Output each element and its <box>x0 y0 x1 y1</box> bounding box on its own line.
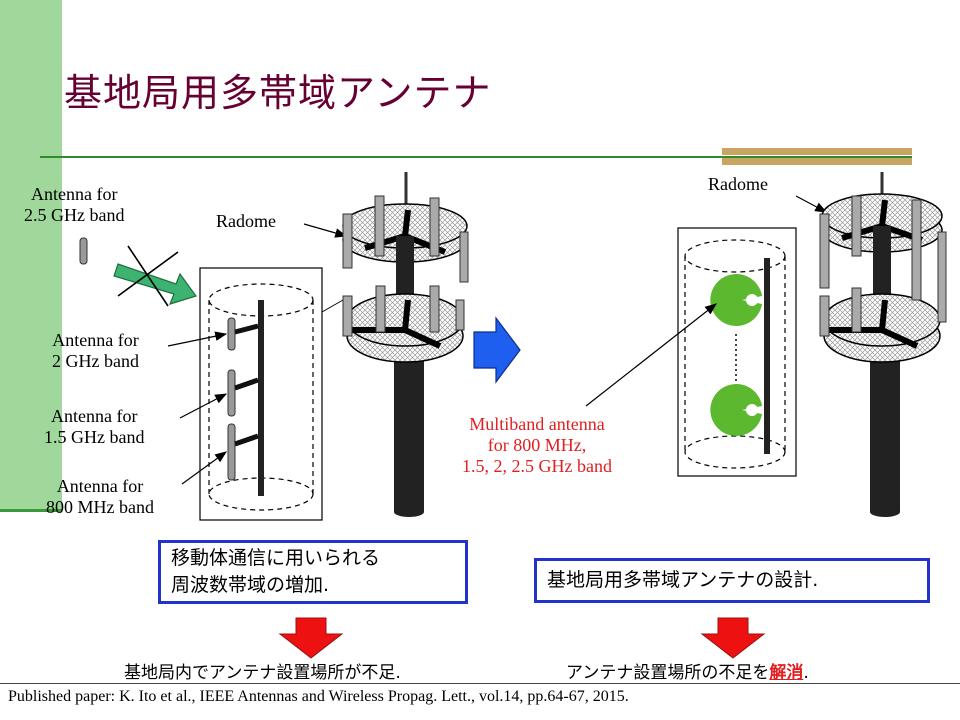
footer-citation: Published paper: K. Ito et al., IEEE Ant… <box>8 688 629 705</box>
transition-arrow <box>473 316 521 384</box>
statement-space-resolved: アンテナ設置場所の不足を解消. <box>566 663 809 683</box>
footer-rule <box>0 683 960 684</box>
left-radome-cylinder <box>199 267 323 521</box>
antenna-25ghz-element <box>79 237 88 265</box>
left-base-station-tower <box>342 172 469 517</box>
title-rule-gold <box>722 148 912 155</box>
resolve-highlight: 解消 <box>769 663 804 683</box>
result-arrow-right <box>700 617 766 659</box>
box-multiband-design: 基地局用多帯域アンテナの設計. <box>534 558 930 603</box>
page-title: 基地局用多帯域アンテナ <box>64 71 492 115</box>
result-arrow-left <box>278 617 344 659</box>
label-radome-right: Radome <box>708 174 768 194</box>
label-multiband-antenna: Multiband antenna for 800 MHz, 1.5, 2, 2… <box>462 414 612 476</box>
crossed-green-arrow <box>113 245 197 307</box>
title-rule <box>40 156 912 158</box>
right-radome-cylinder <box>677 227 797 477</box>
box-frequency-increase: 移動体通信に用いられる 周波数帯域の増加. <box>158 540 468 604</box>
side-accent-bar <box>0 0 62 512</box>
label-radome-left: Radome <box>216 211 276 231</box>
title-rule-gold-2 <box>722 158 912 165</box>
right-base-station-tower <box>819 172 947 517</box>
side-accent-line <box>0 509 62 512</box>
statement-space-shortage: 基地局内でアンテナ設置場所が不足. <box>124 663 401 683</box>
